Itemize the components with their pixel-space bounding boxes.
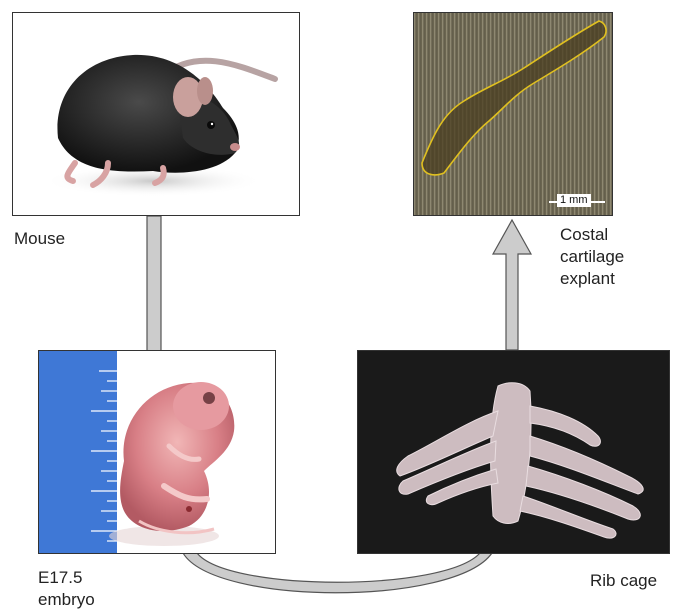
mouse-photo (12, 12, 300, 216)
connector-embryo-to-ribcage (183, 553, 492, 593)
label-explant-line-2: cartilage (560, 246, 680, 268)
ribcage-illustration (358, 351, 669, 553)
ribcage-photo (357, 350, 670, 554)
label-ribcage: Rib cage (590, 570, 657, 592)
label-embryo-line-2: embryo (38, 589, 95, 611)
label-embryo: E17.5 embryo (38, 567, 95, 611)
label-mouse: Mouse (14, 228, 65, 250)
explant-illustration (414, 13, 612, 215)
mouse-illustration (13, 13, 299, 215)
embryo-illustration (39, 351, 275, 553)
label-explant-line-1: Costal (560, 224, 680, 246)
ruler (39, 351, 117, 553)
embryo-photo (38, 350, 276, 554)
connector-ribcage-to-explant (493, 220, 531, 350)
label-embryo-line-1: E17.5 (38, 567, 95, 589)
label-explant-line-3: explant (560, 268, 680, 290)
label-explant: Costal cartilage explant (560, 224, 680, 290)
connector-mouse-to-embryo (147, 216, 161, 352)
scale-bar-label: 1 mm (557, 194, 591, 207)
explant-photo: 1 mm (413, 12, 613, 216)
